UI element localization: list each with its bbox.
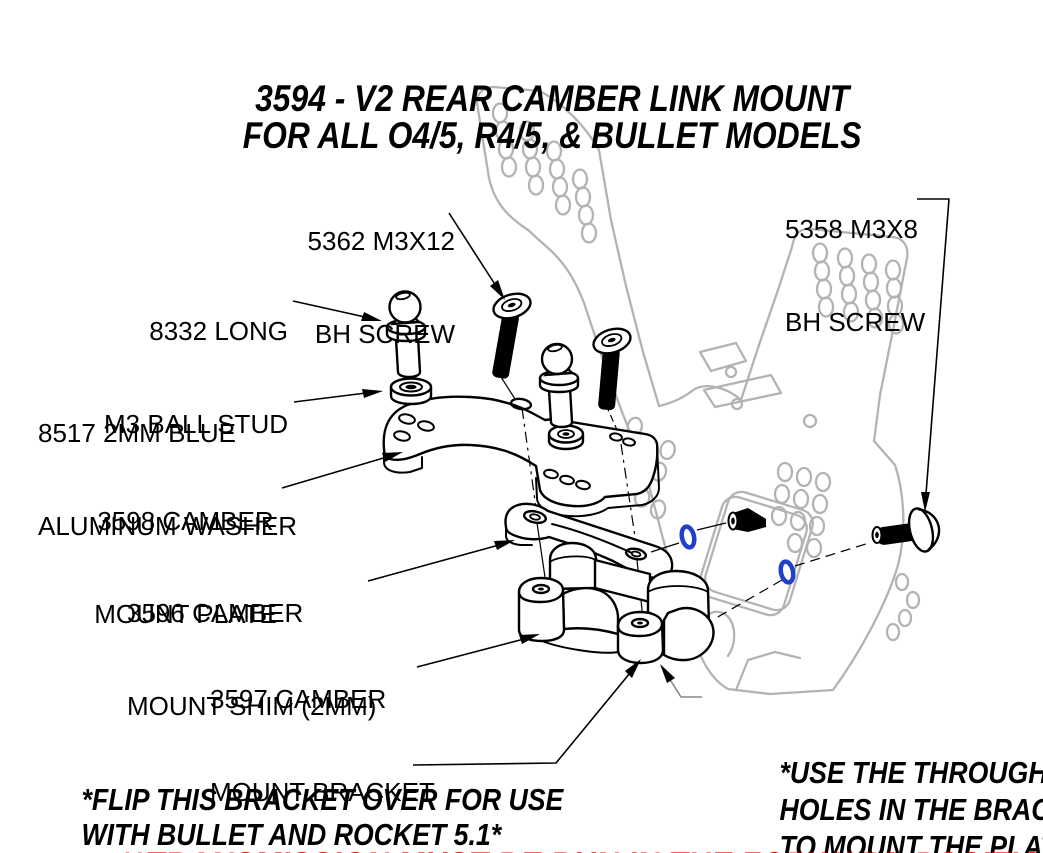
bh-screw-5362-left: [492, 292, 532, 379]
chassis-outline: [475, 85, 921, 696]
label-line: 5362 M3X12: [307, 226, 455, 256]
label-line: M3 BALL STUD: [104, 409, 288, 439]
note-line: HOLES IN THE BRACKET: [779, 792, 1043, 827]
label-line: BH SCREW: [785, 307, 926, 337]
bh-screw-5358: [871, 507, 941, 553]
mount-pin: [727, 508, 766, 532]
label-bracket-3597: 3597 CAMBER MOUNT BRACKET: [210, 622, 435, 853]
label-line: 8332 LONG: [149, 316, 288, 346]
label-line: MOUNT PLATE: [94, 599, 277, 629]
camber-mount-plate: [382, 395, 660, 518]
washer-8517: [389, 377, 433, 406]
o-ring-left: [679, 524, 697, 550]
note-line: WITH BULLET AND ROCKET 5.1*: [81, 817, 502, 852]
note-through-holes: *USE THE THROUGH HOLES IN THE BRACKET TO…: [701, 680, 1043, 853]
ball-stud-right: [538, 342, 580, 429]
label-plate-3598: 3598 CAMBER MOUNT PLATE: [93, 444, 278, 692]
center-lines: [521, 407, 638, 551]
label-washer-8517: 8517 2MM BLUE ALUMINUM WASHER: [38, 356, 297, 604]
warning-line: **TRANSMISSION MUST BE RUN IN THE FORWAR…: [120, 846, 1043, 853]
label-line: MOUNT SHIM (2MM): [127, 691, 377, 721]
label-line: 3596 CAMBER: [127, 598, 304, 628]
transmission-warning: **TRANSMISSION MUST BE RUN IN THE FORWAR…: [0, 806, 1043, 853]
label-line: 3597 CAMBER: [210, 684, 387, 714]
title-line-2: FOR ALL O4/5, R4/5, & BULLET MODELS: [242, 115, 862, 156]
label-shim-3596: 3596 CAMBER MOUNT SHIM (2MM): [127, 536, 376, 784]
page-title: 3594 - V2 REAR CAMBER LINK MOUNT FOR ALL…: [0, 6, 1010, 228]
label-line: 5358 M3X8: [785, 214, 918, 244]
camber-mount-bracket: [517, 541, 715, 665]
label-screw-5358: 5358 M3X8 BH SCREW: [785, 152, 925, 400]
note-line: *USE THE THROUGH: [779, 755, 1043, 790]
label-line: MOUNT BRACKET: [210, 777, 435, 807]
title-line-1: 3594 - V2 REAR CAMBER LINK MOUNT: [255, 78, 850, 119]
leader-lines: [281, 198, 950, 766]
o-ring-right: [778, 559, 796, 585]
label-line: 3598 CAMBER: [97, 506, 274, 536]
label-screw-5362: 5362 M3X12 BH SCREW: [255, 164, 455, 412]
label-line: ALUMINUM WASHER: [38, 511, 298, 541]
pin-oring-lines: [650, 522, 870, 619]
note-line: *FLIP THIS BRACKET OVER FOR USE: [81, 782, 564, 817]
label-ball-stud-8332: 8332 LONG M3 BALL STUD: [95, 254, 288, 502]
label-line: 8517 2MM BLUE: [38, 418, 236, 448]
label-line: BH SCREW: [314, 319, 455, 349]
bh-screw-5362-right: [592, 327, 632, 411]
note-flip-bracket: *FLIP THIS BRACKET OVER FOR USE WITH BUL…: [3, 712, 649, 853]
ball-stud-left: [385, 290, 427, 379]
note-line: TO MOUNT THE PLATE*: [779, 829, 1043, 853]
